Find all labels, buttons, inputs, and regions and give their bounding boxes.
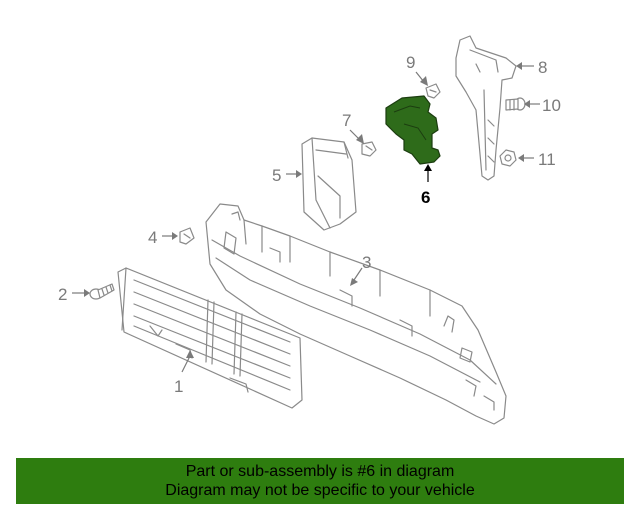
callout-8: 8 bbox=[516, 58, 547, 77]
callout-4: 4 bbox=[148, 228, 178, 247]
callout-label-9: 9 bbox=[406, 53, 415, 72]
callout-2: 2 bbox=[58, 285, 90, 304]
callout-7: 7 bbox=[342, 111, 364, 144]
callout-label-3: 3 bbox=[362, 253, 371, 272]
exploded-parts-diagram: 1 2 3 4 5 6 7 bbox=[58, 35, 561, 425]
callout-label-5: 5 bbox=[272, 166, 281, 185]
callout-label-1: 1 bbox=[174, 377, 183, 396]
callout-11: 11 bbox=[518, 150, 556, 169]
part-11-nut[interactable] bbox=[499, 149, 517, 167]
callout-5: 5 bbox=[272, 166, 302, 185]
part-3-bumper-carrier[interactable] bbox=[205, 203, 507, 425]
part-4-clip[interactable] bbox=[179, 227, 195, 245]
callout-label-2: 2 bbox=[58, 285, 67, 304]
diagram-notice-banner: Part or sub-assembly is #6 in diagram Di… bbox=[16, 458, 624, 504]
callout-3: 3 bbox=[350, 253, 371, 286]
callout-10: 10 bbox=[524, 96, 561, 115]
part-10-pin[interactable] bbox=[505, 97, 526, 111]
callout-label-4: 4 bbox=[148, 228, 157, 247]
part-1-shutter-grille[interactable] bbox=[117, 267, 303, 409]
callout-9: 9 bbox=[406, 53, 428, 86]
callout-label-10: 10 bbox=[542, 96, 561, 115]
notice-line-disclaimer: Diagram may not be specific to your vehi… bbox=[165, 482, 475, 499]
callout-label-8: 8 bbox=[538, 58, 547, 77]
part-9-bolt[interactable] bbox=[425, 83, 441, 99]
part-8-side-bracket[interactable] bbox=[455, 35, 517, 181]
part-6-bracket-highlighted[interactable] bbox=[385, 95, 441, 165]
part-5-air-deflector[interactable] bbox=[301, 137, 357, 231]
callout-label-7: 7 bbox=[342, 111, 351, 130]
callout-6: 6 bbox=[421, 164, 432, 207]
part-7-bolt[interactable] bbox=[361, 141, 377, 157]
callout-label-6: 6 bbox=[421, 188, 430, 207]
part-2-screw[interactable] bbox=[89, 283, 115, 300]
notice-line-part-number: Part or sub-assembly is #6 in diagram bbox=[185, 463, 455, 480]
callout-1: 1 bbox=[174, 350, 194, 396]
callout-label-11: 11 bbox=[538, 150, 556, 169]
